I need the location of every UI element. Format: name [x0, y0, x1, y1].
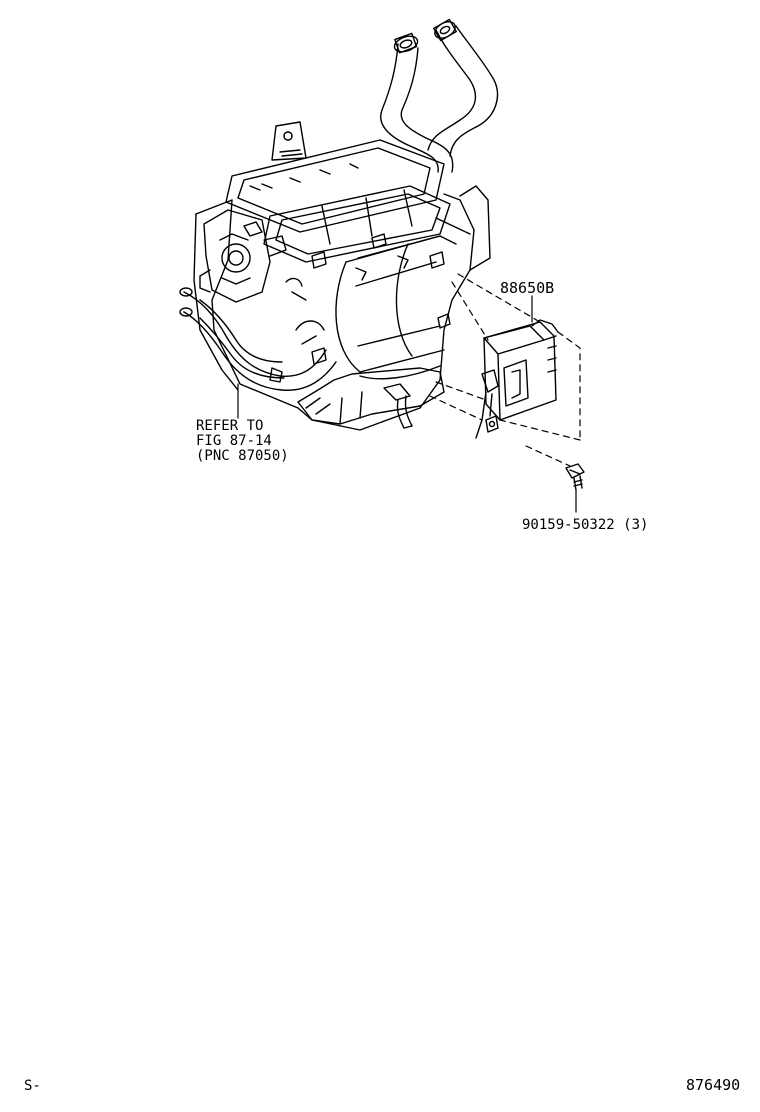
refer-to-line-1: REFER TO: [196, 418, 264, 434]
part-number-screw: 90159-50322 (3): [522, 517, 649, 533]
heater-unit-assembly: [179, 18, 499, 431]
top-outlet-duct: [225, 139, 451, 263]
housing-body: [193, 185, 491, 431]
footer-left-code: S-: [24, 1078, 41, 1094]
bolt: [565, 463, 585, 491]
side-hoses: [179, 287, 337, 391]
top-mount-bracket: [271, 121, 307, 161]
servo-motor: [199, 209, 287, 303]
body-clips: [285, 233, 451, 365]
ac-amplifier: [475, 319, 559, 439]
mounting-guide-lines: [429, 273, 581, 467]
part-number-amplifier: 88650B: [500, 279, 555, 297]
figure-number: 876490: [686, 1076, 741, 1094]
lower-case: [297, 367, 445, 429]
refer-to-line-3: (PNC 87050): [196, 448, 289, 464]
refer-to-line-2: FIG 87-14: [196, 433, 272, 449]
heater-pipes-top: [380, 18, 499, 173]
leader-lines: [237, 295, 577, 513]
